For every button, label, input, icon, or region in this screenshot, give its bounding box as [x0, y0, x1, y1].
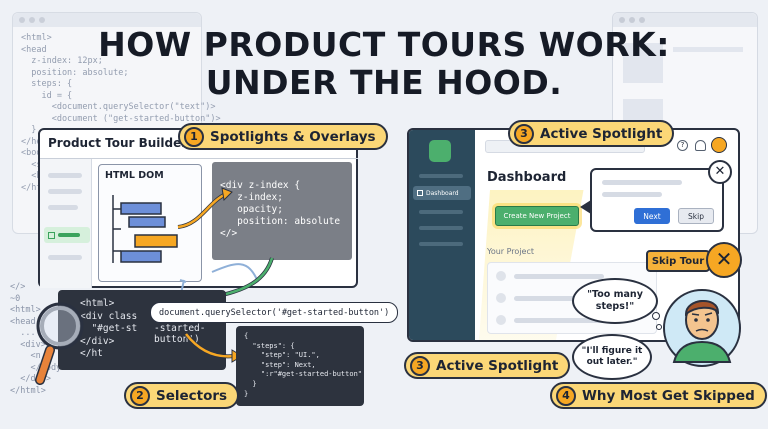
tooltip-next-button[interactable]: Next [634, 208, 670, 224]
your-project-label: Your Project [487, 247, 534, 256]
help-icon[interactable]: ? [677, 140, 688, 151]
selector-html-code: <html><div class "#get-st</div></ht [80, 298, 137, 361]
bg-code-line: ... [10, 328, 36, 338]
page-title: HOW PRODUCT TOURS WORK: UNDER THE HOOD. [0, 26, 768, 102]
step-number: 3 [514, 123, 534, 144]
bg-code-line: <html> [10, 305, 41, 315]
bg-code-line: <div> [10, 339, 46, 350]
overlay-code-line: position: absolute [220, 216, 341, 227]
bg-code-text: <html><head z-index: 12px; position: abs… [13, 27, 221, 200]
json-config-code: { "steps": { "step": "UI.", "step": Next… [244, 332, 362, 399]
layers-icon [48, 231, 55, 239]
thought-bubble-figure-it-out: "I'll figure it out later." [572, 334, 652, 380]
bg-code-line: <head [21, 44, 47, 55]
overlay-code-line: <div z-index { [220, 180, 301, 191]
product-tour-builder-card: Product Tour Builder HTML DOM <div z-ind… [38, 128, 358, 288]
bg-code-line: z-index: 12px; [21, 56, 103, 66]
callout-label: Why Most Get Skipped [582, 387, 755, 404]
callout-selectors: 2 Selectors [124, 382, 240, 409]
bg-code-line: </ht [21, 182, 42, 193]
magnifying-glass-icon [35, 302, 84, 385]
bubble-dot [652, 312, 660, 320]
tour-tooltip: Next Skip [590, 168, 724, 232]
bg-code-line: <bod [21, 148, 42, 158]
json-code-line: { [244, 332, 249, 340]
callout-label: Active Spotlight [436, 357, 559, 374]
step-number: 4 [556, 385, 576, 406]
sidebar-item-dashboard[interactable]: Dashboard [413, 186, 471, 200]
callout-why-most-get-skipped: 4 Why Most Get Skipped [550, 382, 767, 409]
title-line-2: UNDER THE HOOD. [205, 63, 563, 102]
bg-code-line: position: absolute; [21, 67, 129, 78]
skip-tour-button[interactable]: Skip Tour [646, 250, 710, 272]
callout-label: Spotlights & Overlays [210, 128, 376, 145]
bg-code-line: <document ("get-started-button")> [21, 113, 221, 124]
bg-code-line: id = { [21, 90, 73, 101]
app-window: Dashboard ? Dashboard Create New Project… [407, 128, 740, 342]
bg-code-line: <document.querySelector("text")> [21, 102, 216, 112]
json-code-line: } [244, 379, 257, 388]
bg-code-line: <html> [21, 33, 52, 43]
notification-icon[interactable] [695, 140, 706, 151]
overlay-code-line: z-index; [220, 192, 283, 203]
html-dom-label: HTML DOM [105, 170, 164, 181]
app-logo-icon [429, 140, 451, 162]
user-avatar[interactable] [711, 137, 727, 153]
selector-html-fragment: -started-button') [154, 323, 206, 345]
overlay-code-line: opacity; [220, 204, 283, 215]
query-selector-text: document.querySelector('#get-started-but… [159, 307, 390, 318]
callout-spotlights-overlays: 1 Spotlights & Overlays [178, 123, 388, 150]
thought-bubble-too-many-steps: "Too many steps!" [572, 278, 658, 324]
tooltip-pointer [580, 200, 591, 214]
app-sidebar: Dashboard [409, 130, 475, 340]
sidebar-active-item[interactable] [44, 227, 90, 243]
bg-code-line: </> [10, 282, 26, 292]
bg-code-line: <n [10, 351, 41, 361]
step-number: 1 [184, 126, 204, 147]
overlay-code-line: </> [220, 228, 238, 239]
bg-code-line: <head [10, 316, 36, 327]
callout-active-spotlight-bottom: 3 Active Spotlight [404, 352, 571, 379]
query-selector-pill: document.querySelector('#get-started-but… [150, 302, 399, 323]
page-heading: Dashboard [487, 170, 567, 185]
json-code-line: "steps": { [244, 341, 295, 350]
skip-tour-close-icon[interactable]: ✕ [706, 242, 742, 278]
selector-html-line: </div> [80, 335, 115, 347]
overlay-code-panel: <div z-index { z-index; opacity; positio… [212, 162, 352, 260]
tooltip-close-icon[interactable]: ✕ [708, 160, 732, 184]
create-new-project-button[interactable]: Create New Project [495, 206, 579, 226]
json-code-line: "step": Next, [244, 360, 316, 369]
html-dom-panel: HTML DOM [98, 164, 202, 282]
callout-active-spotlight-top: 3 Active Spotlight [508, 120, 675, 147]
builder-title: Product Tour Builder [48, 136, 188, 150]
selector-html-line: </ht [80, 348, 103, 359]
step-number: 2 [130, 385, 150, 406]
callout-label: Active Spotlight [540, 125, 663, 142]
overlay-code: <div z-index { z-index; opacity; positio… [220, 180, 340, 240]
selector-html-line: "#get-st [80, 323, 138, 334]
home-icon [417, 190, 423, 196]
tooltip-skip-button[interactable]: Skip [678, 208, 714, 224]
confused-user-illustration [663, 289, 741, 367]
bg-code-line: ~0 [10, 293, 21, 304]
builder-sidebar [40, 159, 92, 288]
dom-tree-diagram [112, 195, 178, 263]
bg-code-line: </html> [10, 385, 46, 396]
callout-label: Selectors [156, 387, 228, 404]
bg-code-line: <b [21, 171, 42, 181]
json-code-line: ":r"#get-started-button" [244, 370, 363, 379]
selector-html-line: <div class [80, 310, 138, 322]
bubble-dot [656, 324, 662, 330]
json-config-panel: { "steps": { "step": "UI.", "step": Next… [236, 326, 364, 406]
json-code-line: } [244, 389, 249, 398]
bg-code-line: <s [21, 159, 42, 170]
bg-code-line: steps: { [21, 79, 73, 89]
title-line-1: HOW PRODUCT TOURS WORK: [98, 25, 670, 64]
json-code-line: "step": "UI.", [244, 351, 320, 360]
selector-html-line: <html> [80, 298, 115, 309]
bg-code-line: </he [21, 136, 42, 147]
bg-code-line: } [21, 125, 37, 135]
step-number: 3 [410, 355, 430, 376]
